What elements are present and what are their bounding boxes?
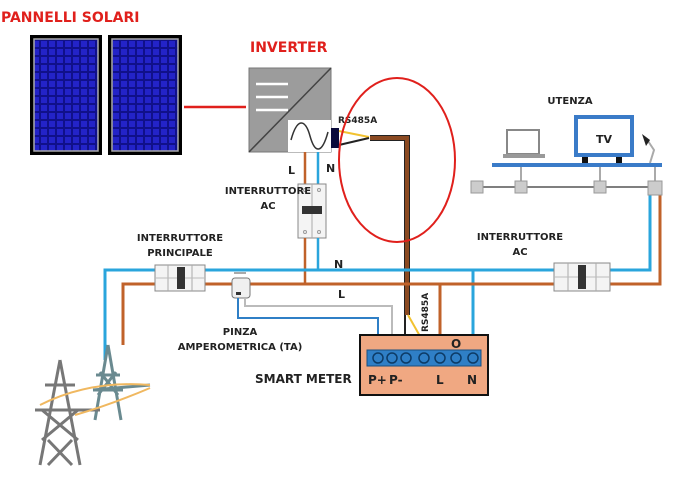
inverter-N-label: N (326, 162, 335, 175)
smart-meter-label: SMART METER (255, 372, 352, 386)
highlight-ellipse (338, 77, 456, 243)
ac-breaker-left-label-1: INTERRUTTORE (225, 186, 311, 197)
lamp-icon (645, 137, 656, 164)
clamp-label-2: AMPEROMETRICA (TA) (178, 342, 303, 353)
tv-icon (574, 115, 634, 157)
inverter-label: INVERTER (250, 40, 328, 56)
shelf (492, 163, 662, 167)
ac-breaker-inverter (297, 183, 327, 239)
rs485-inverter-label: RS485A (338, 116, 377, 126)
ac-breaker-right-label-1: INTERRUTTORE (477, 232, 563, 243)
sockets (470, 167, 663, 196)
inverter-L-label: L (288, 164, 295, 177)
solar-panels-label: PANNELLI SOLARI (1, 10, 139, 26)
smart-meter (359, 334, 489, 396)
laptop-icon (506, 129, 540, 155)
tv-label: TV (596, 133, 613, 146)
ac-breaker-load (553, 262, 611, 292)
current-clamp (231, 272, 251, 299)
bus-L-label: L (338, 288, 345, 301)
load-devices: TV (492, 115, 662, 167)
terminal-L-label: L (436, 373, 444, 387)
terminal-strip (372, 352, 479, 364)
inverter (248, 67, 339, 153)
ac-breaker-left-label-2: AC (260, 201, 275, 212)
main-breaker-label-1: INTERRUTTORE (137, 233, 223, 244)
solar-panels (30, 35, 182, 155)
rs485-cable (370, 136, 409, 315)
main-breaker (154, 264, 206, 292)
sine-wave-icon (290, 122, 329, 150)
load-label: UTENZA (547, 96, 592, 107)
ac-breaker-right-label-2: AC (512, 247, 527, 258)
clamp-label-1: PINZA (223, 327, 258, 338)
main-breaker-label-2: PRINCIPALE (147, 248, 213, 259)
rs485-meter-label: RS485A (421, 293, 431, 332)
terminal-p-minus-label: P- (389, 373, 403, 387)
power-grid-pylons-icon (35, 344, 151, 467)
clamp-wire-p-minus (244, 298, 393, 352)
terminal-N-label: N (467, 373, 477, 387)
terminal-p-plus-label: P+ (368, 373, 387, 387)
terminal-O-label: O (451, 337, 461, 351)
bus-N-label: N (334, 258, 343, 271)
rs485-port (331, 128, 339, 148)
